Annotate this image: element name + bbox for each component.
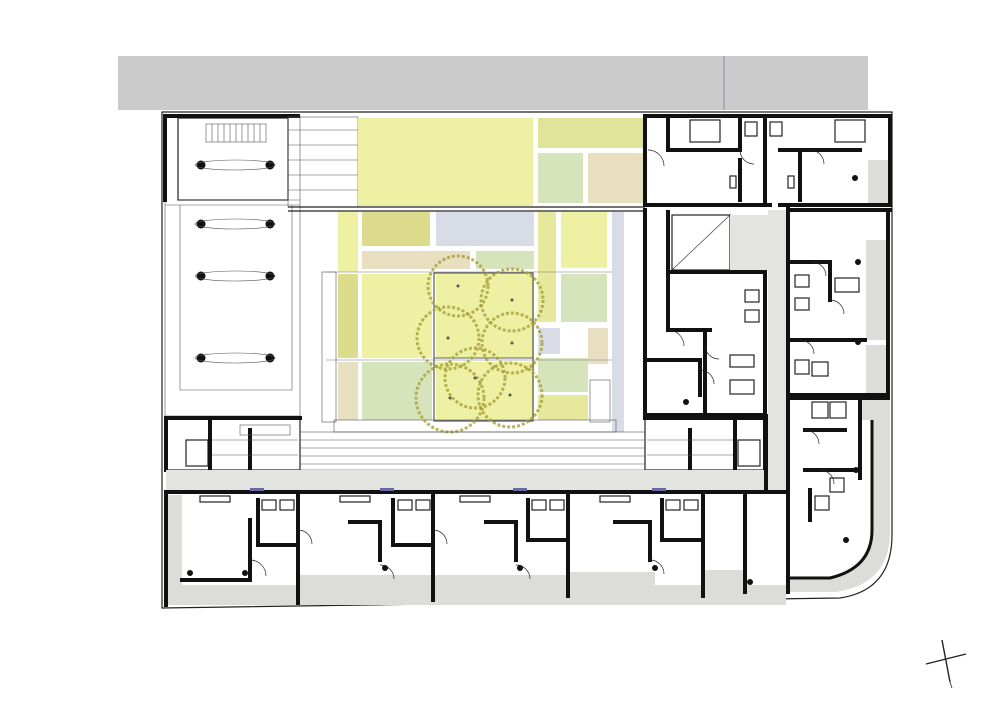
corridor-east — [768, 210, 788, 490]
apartments-south — [164, 488, 788, 607]
terrace — [299, 431, 646, 471]
tree-canopies — [414, 254, 545, 434]
core-left — [164, 416, 302, 472]
parking-area — [163, 114, 301, 417]
top-deck — [287, 116, 645, 212]
north-arrow-icon — [925, 639, 967, 689]
apartments-east-lower — [786, 396, 890, 594]
structural-columns — [196, 160, 275, 363]
site-boundary — [161, 111, 893, 609]
core-right — [643, 416, 767, 472]
apartments-east-right — [786, 208, 892, 397]
ramp — [177, 117, 289, 201]
corridor-south — [166, 470, 788, 490]
apartments-east-middle — [643, 210, 768, 417]
courtyard-garden — [321, 118, 644, 433]
apartments-east-upper — [643, 114, 892, 207]
street-band — [118, 56, 868, 110]
